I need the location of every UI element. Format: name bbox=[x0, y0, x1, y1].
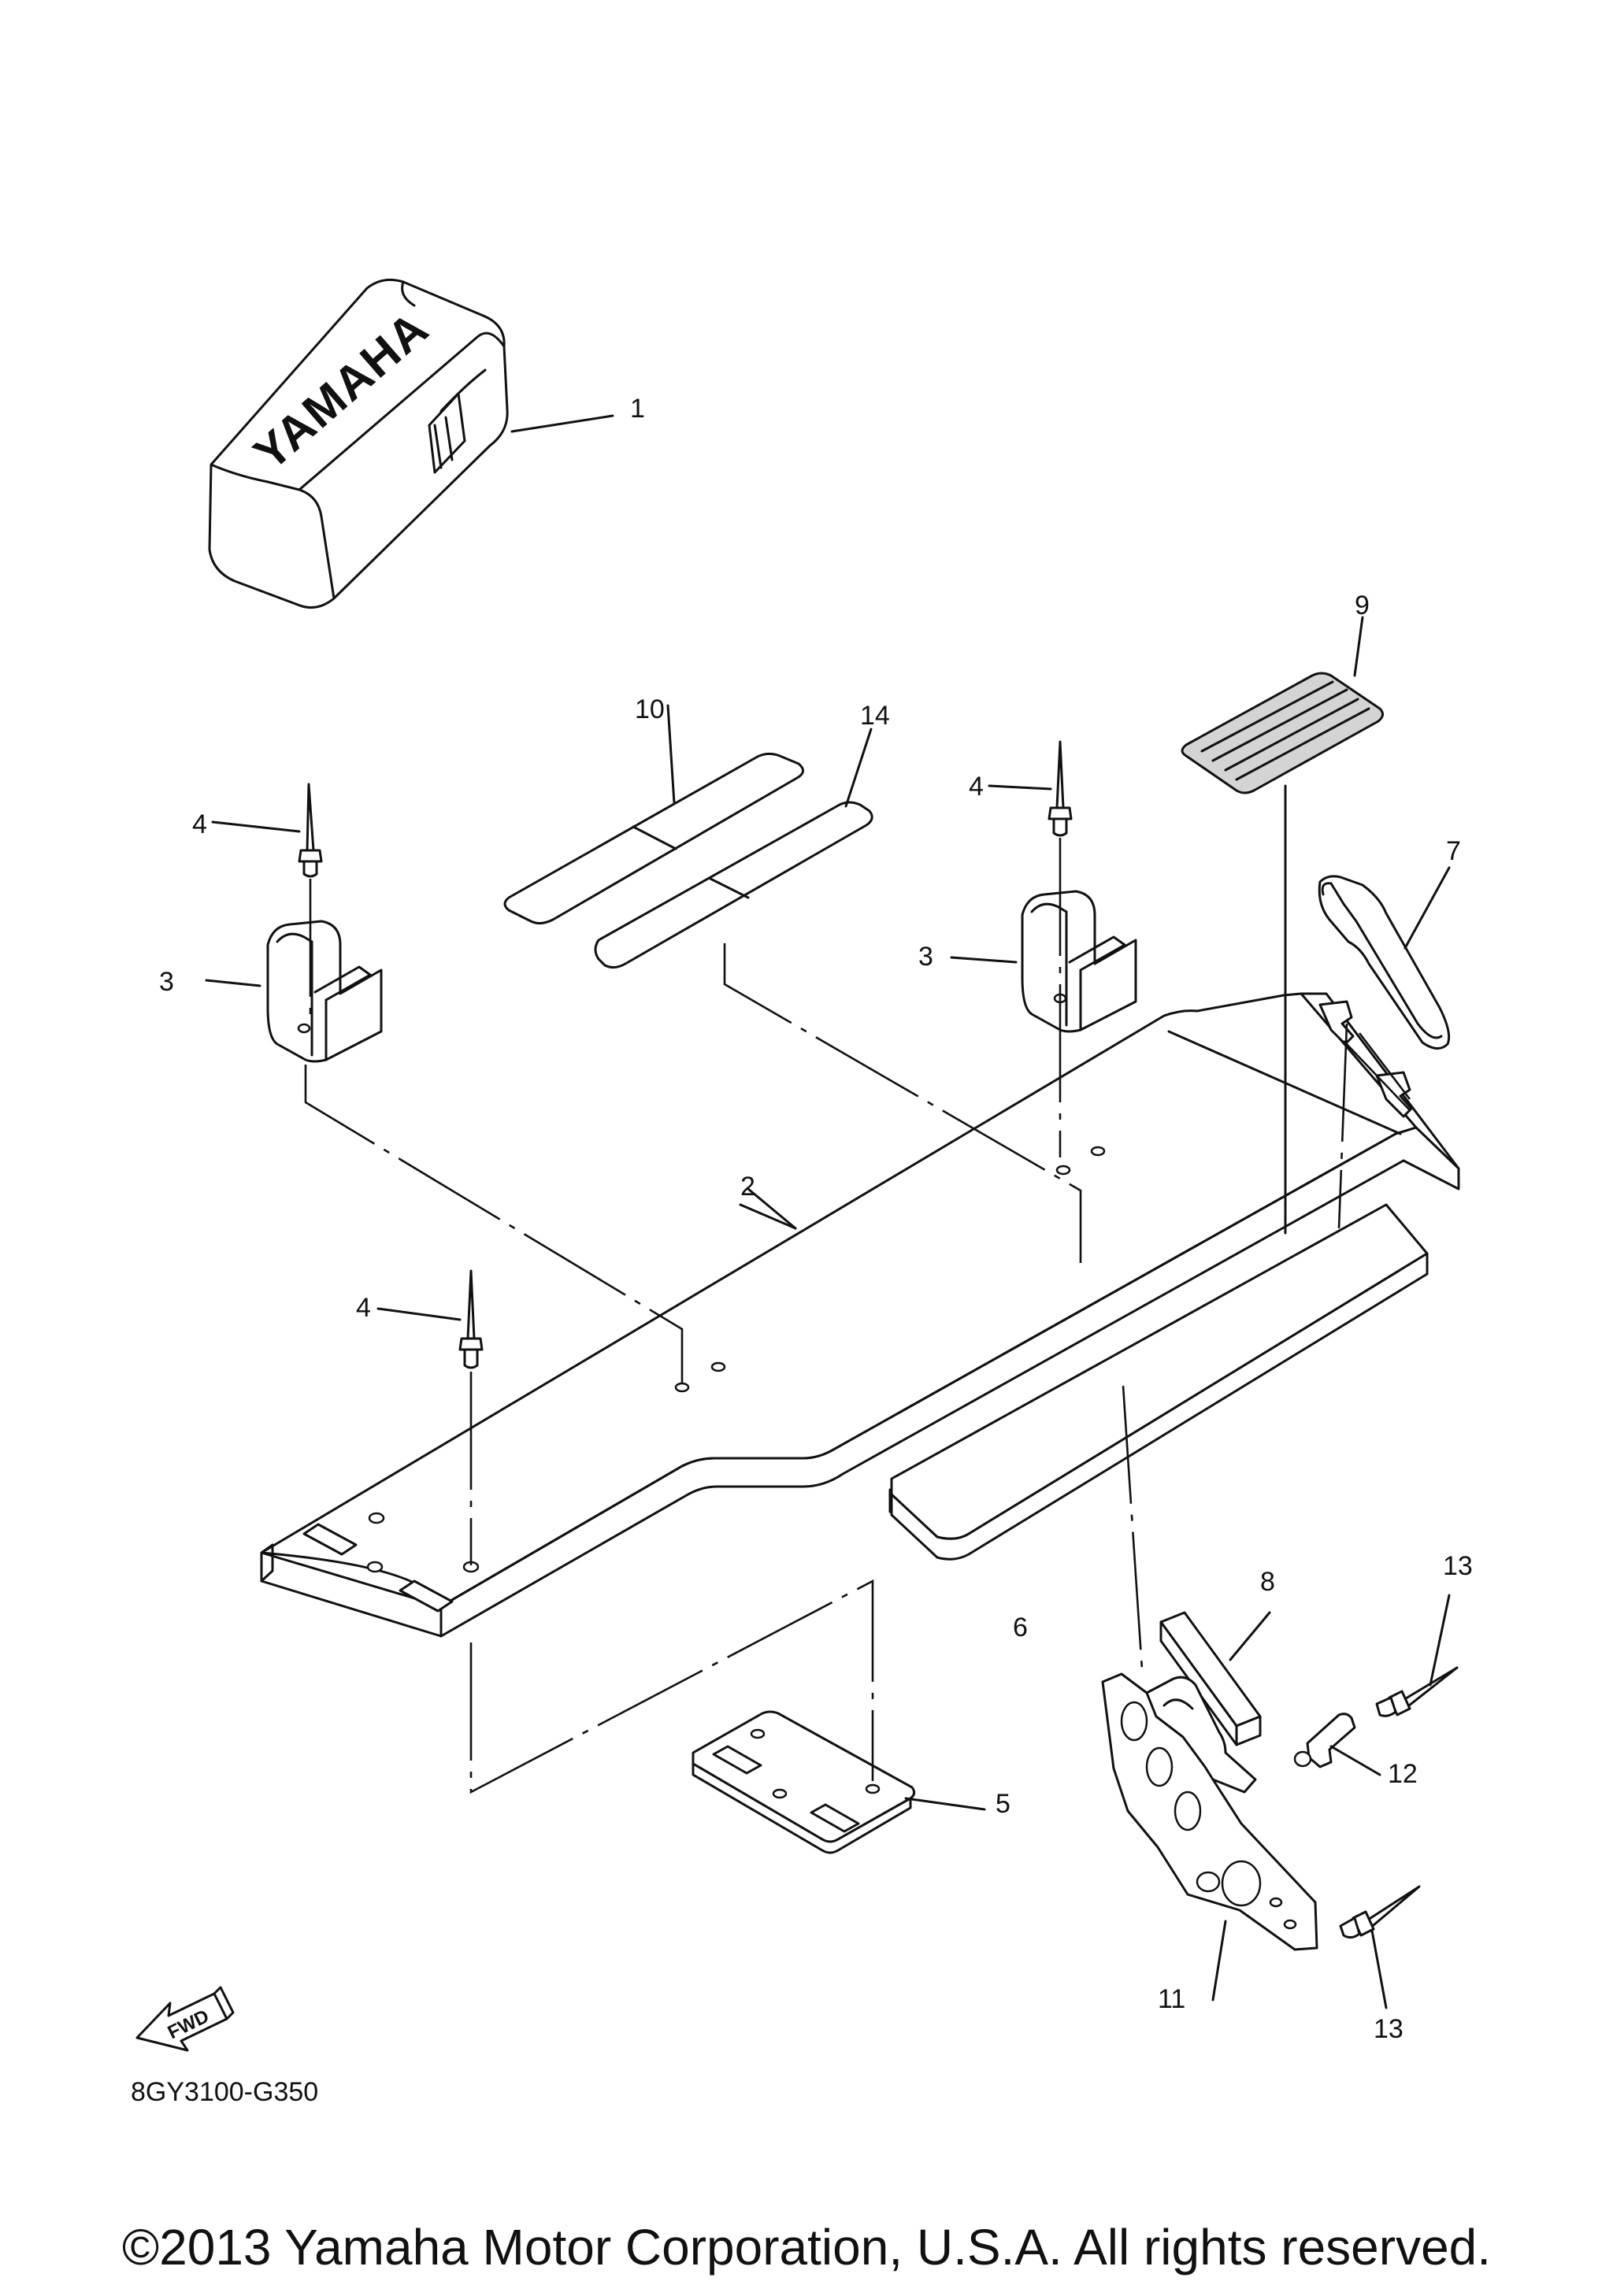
callout-3a: 3 bbox=[159, 967, 174, 997]
part-2-floor-plate bbox=[260, 992, 1460, 1638]
callout-14: 14 bbox=[860, 701, 890, 731]
part-4-pin-b bbox=[988, 740, 1073, 1157]
callout-2: 2 bbox=[740, 1172, 755, 1202]
callout-10: 10 bbox=[635, 694, 665, 724]
part-8-block bbox=[1122, 1385, 1271, 1746]
callout-11: 11 bbox=[1158, 1984, 1185, 2014]
part-4-pin-a bbox=[211, 783, 323, 1020]
part-3-clip-right bbox=[950, 890, 1137, 1033]
part-13-rivet-a bbox=[1375, 1594, 1459, 1717]
callout-8: 8 bbox=[1260, 1567, 1275, 1597]
callout-3b: 3 bbox=[918, 942, 933, 972]
part-6-pad bbox=[888, 1203, 1429, 1561]
part-12-clip bbox=[1293, 1713, 1381, 1776]
callout-7: 7 bbox=[1446, 836, 1461, 866]
callout-4b: 4 bbox=[969, 772, 984, 802]
part-11-bracket bbox=[1101, 1672, 1318, 2002]
fwd-arrow-icon: FWD bbox=[135, 1986, 235, 2052]
part-4-pin-c bbox=[376, 1269, 484, 1565]
callout-5: 5 bbox=[996, 1789, 1010, 1819]
callout-4a: 4 bbox=[192, 809, 207, 839]
callout-13a: 13 bbox=[1443, 1551, 1473, 1581]
part-13-rivet-b bbox=[1339, 1885, 1421, 2009]
part-14-label bbox=[594, 728, 1082, 1263]
callout-12: 12 bbox=[1388, 1759, 1418, 1789]
part-7-strap bbox=[1318, 866, 1451, 1050]
diagram-code: 8GY3100-G350 bbox=[131, 2077, 318, 2107]
callout-9: 9 bbox=[1355, 591, 1370, 620]
part-3-clip-left bbox=[205, 920, 684, 1383]
part-1-cover-box: YAMAHA bbox=[208, 278, 614, 609]
callout-6: 6 bbox=[1013, 1613, 1028, 1642]
callout-1: 1 bbox=[630, 394, 645, 424]
callout-4c: 4 bbox=[356, 1293, 371, 1323]
part-9-grip-tape bbox=[1181, 616, 1384, 1235]
part-5-small-plate bbox=[469, 1579, 986, 1854]
copyright-notice: ©2013 Yamaha Motor Corporation, U.S.A. A… bbox=[122, 2219, 1491, 2276]
callout-labels: 1 9 10 14 4 4 7 3 3 2 4 6 8 13 12 5 11 1… bbox=[159, 394, 1473, 2044]
callout-13b: 13 bbox=[1374, 2014, 1403, 2044]
part-10-label bbox=[503, 704, 804, 925]
